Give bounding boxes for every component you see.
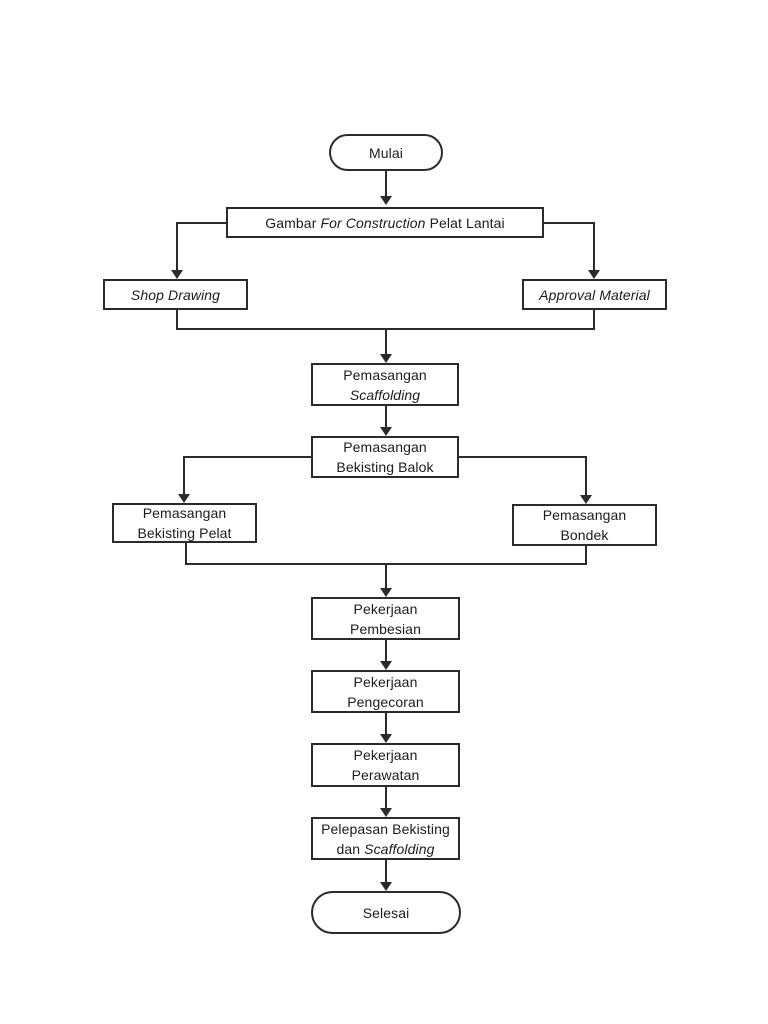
node-pekerjaan-perawatan: Pekerjaan Perawatan [311, 743, 460, 787]
node-pekerjaan-perawatan-line1: Pekerjaan [353, 747, 418, 763]
node-gambar-for-construction: Gambar For Construction Pelat Lantai [226, 207, 544, 238]
node-shop-drawing: Shop Drawing [103, 279, 248, 310]
conn-gambar-shop-vline [176, 222, 178, 271]
node-pelepasan-bekisting-line1: Pelepasan Bekisting [321, 820, 450, 837]
node-pemasangan-scaffolding: Pemasangan Scaffolding [311, 363, 459, 406]
node-pekerjaan-pembesian-line2: Pembesian [350, 620, 421, 637]
node-pemasangan-bondek: Pemasangan Bondek [512, 504, 657, 546]
node-mulai-label: Mulai [369, 144, 403, 161]
conn-balok-bondek-arrowhead [580, 495, 592, 504]
node-pemasangan-bondek-line2: Bondek [560, 527, 609, 543]
node-pemasangan-bondek-line1: Pemasangan [542, 507, 627, 523]
conn-perawatan-pelepasan-line [385, 787, 387, 809]
node-mulai: Mulai [329, 134, 443, 171]
conn-pembesian-pengecoran-line [385, 640, 387, 662]
node-shop-drawing-label: Shop Drawing [130, 286, 221, 303]
node-gambar-label: Gambar For Construction Pelat Lantai [265, 214, 505, 231]
node-pekerjaan-perawatan-line2: Perawatan [351, 767, 420, 783]
conn-pembesian-pengecoran-arrowhead [380, 661, 392, 670]
conn-balok-bondek-hline [459, 456, 587, 458]
node-pemasangan-bekisting-balok: Pemasangan Bekisting Balok [311, 436, 459, 478]
conn-pengecoran-perawatan-line [385, 713, 387, 735]
node-pelepasan-bekisting-line2: dan Scaffolding [336, 840, 435, 857]
conn-scaffolding-balok-line [385, 406, 387, 428]
conn-shop-merge1-vline [176, 310, 178, 330]
conn-gambar-shop-arrowhead [171, 270, 183, 279]
conn-pelepasan-selesai-line [385, 860, 387, 883]
node-selesai: Selesai [311, 891, 461, 934]
conn-pengecoran-perawatan-arrowhead [380, 734, 392, 743]
conn-scaffolding-balok-arrowhead [380, 427, 392, 436]
conn-pelepasan-selesai-arrowhead [380, 882, 392, 891]
node-pemasangan-scaffolding-line1: Pemasangan [343, 366, 427, 383]
conn-gambar-approval-arrowhead [588, 270, 600, 279]
node-pemasangan-bekisting-pelat-line2: Bekisting Pelat [137, 525, 232, 541]
node-pemasangan-bekisting-balok-line2: Bekisting Balok [336, 459, 434, 475]
conn-merge2-pembesian-arrowhead [380, 588, 392, 597]
node-pemasangan-scaffolding-line2: Scaffolding [349, 386, 421, 403]
conn-mulai-gambar-arrowhead [380, 196, 392, 205]
node-selesai-label: Selesai [362, 904, 410, 921]
node-pekerjaan-pengecoran-line1: Pekerjaan [353, 673, 418, 690]
conn-bondek-merge2-vline [585, 546, 587, 565]
conn-merge1-scaffolding-arrowhead [380, 354, 392, 363]
conn-balok-pelat-arrowhead [178, 494, 190, 503]
node-pekerjaan-pembesian: Pekerjaan Pembesian [311, 597, 460, 640]
conn-gambar-approval-hline [544, 222, 595, 224]
node-approval-material: Approval Material [522, 279, 667, 310]
conn-pelat-merge2-vline [185, 543, 187, 565]
conn-approval-merge1-vline [593, 310, 595, 330]
conn-merge2-hline [185, 563, 587, 565]
conn-merge2-pembesian-vline [385, 565, 387, 589]
node-pekerjaan-pengecoran-line2: Pengecoran [347, 693, 424, 710]
conn-merge1-scaffolding-vline [385, 330, 387, 355]
conn-balok-bondek-vline [585, 456, 587, 496]
node-pemasangan-bekisting-pelat-line1: Pemasangan [142, 505, 227, 521]
conn-mulai-gambar-line [385, 171, 387, 197]
node-pemasangan-bekisting-balok-line1: Pemasangan [343, 439, 427, 455]
node-pemasangan-bekisting-pelat: Pemasangan Bekisting Pelat [112, 503, 257, 543]
conn-balok-pelat-vline [183, 456, 185, 495]
conn-balok-pelat-hline [183, 456, 311, 458]
node-pekerjaan-pengecoran: Pekerjaan Pengecoran [311, 670, 460, 713]
conn-gambar-approval-vline [593, 222, 595, 271]
node-pekerjaan-pembesian-line1: Pekerjaan [353, 600, 418, 617]
conn-merge1-hline [176, 328, 595, 330]
conn-gambar-shop-hline [176, 222, 226, 224]
node-approval-material-label: Approval Material [539, 286, 650, 303]
conn-perawatan-pelepasan-arrowhead [380, 808, 392, 817]
node-pelepasan-bekisting: Pelepasan Bekisting dan Scaffolding [311, 817, 460, 860]
